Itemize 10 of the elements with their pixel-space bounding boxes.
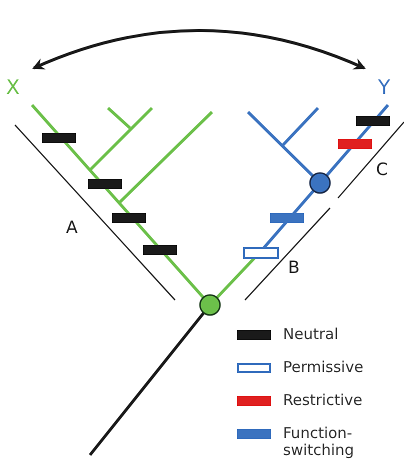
legend-label: Neutral <box>283 326 340 343</box>
legend-label: Restrictive <box>283 392 364 409</box>
clade-label: C <box>376 160 388 180</box>
clade-label: A <box>66 218 78 238</box>
tip-label: Y <box>378 76 390 98</box>
legend-label: Permissive <box>283 359 364 376</box>
legend-label: Function-switching <box>283 425 356 459</box>
clade-label: B <box>288 258 300 278</box>
tip-label: X <box>6 76 20 98</box>
double-headed-arrow <box>32 29 366 70</box>
